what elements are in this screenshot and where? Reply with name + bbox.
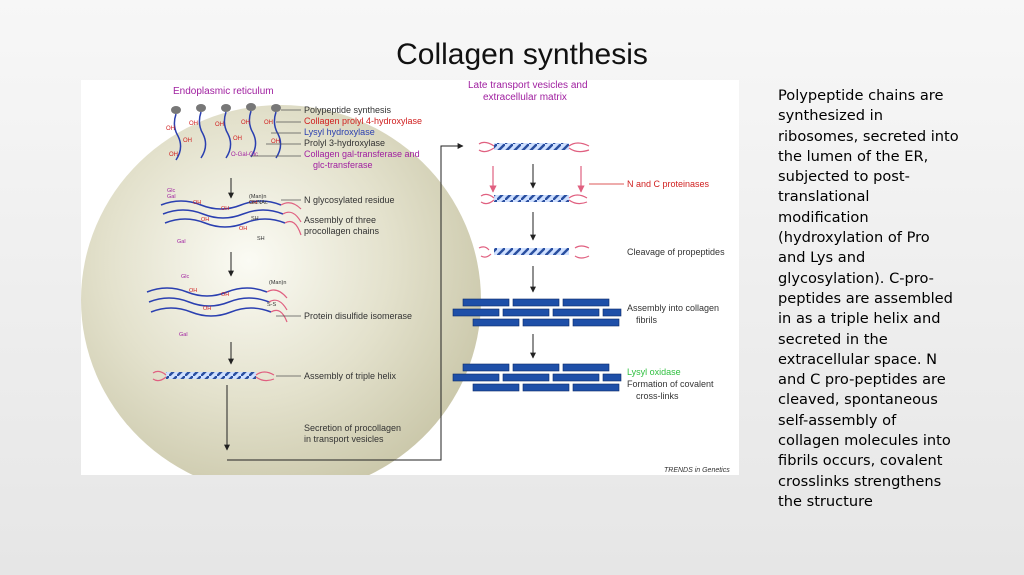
- pdi-chains: [146, 287, 288, 323]
- svg-text:OH: OH: [193, 200, 201, 206]
- step-secretion-line1: Secretion of procollagen: [304, 423, 401, 433]
- ribosome-group: [171, 103, 282, 161]
- collagen-fibrils: [452, 298, 622, 327]
- step-proteinases: N and C proteinases: [627, 179, 710, 189]
- collagen-synthesis-diagram: Endoplasmic reticulum Late transport ves…: [81, 80, 739, 475]
- svg-text:OH: OH: [169, 152, 178, 158]
- svg-text:OH: OH: [221, 206, 229, 212]
- svg-text:Glc: Glc: [167, 188, 176, 194]
- er-label: Endoplasmic reticulum: [173, 86, 274, 97]
- step-fibrils-line2: fibrils: [636, 315, 658, 325]
- enzyme-prolyl-4-hydroxylase: Collagen prolyl 4-hydroxylase: [304, 116, 422, 126]
- glycosylated-chains: [160, 200, 302, 236]
- o-gal-glc-label: O-Gal-Glc: [231, 152, 258, 158]
- enzyme-lysyl-hydroxylase: Lysyl hydroxylase: [304, 127, 375, 137]
- svg-text:Gal: Gal: [167, 194, 176, 200]
- pdi-residue-labels: Glc OH OH OH Gal (Man)n S-S: [179, 274, 286, 338]
- step-cleavage: Cleavage of propeptides: [627, 247, 725, 257]
- ecm-label-line1: Late transport vesicles and: [468, 80, 588, 91]
- svg-text:Glc: Glc: [181, 274, 190, 280]
- procollagen-ecm: [478, 141, 590, 153]
- svg-text:OH: OH: [264, 120, 273, 126]
- enzyme-list: Polypeptide synthesis Collagen prolyl 4-…: [304, 105, 422, 170]
- step-secretion-line2: in transport vesicles: [304, 434, 384, 444]
- svg-text:(Man)n: (Man)n: [269, 280, 286, 286]
- enzyme-glc-transferase: glc-transferase: [313, 160, 373, 170]
- step-assembly-line2: procollagen chains: [304, 226, 380, 236]
- svg-text:OH: OH: [189, 121, 198, 127]
- svg-text:OH: OH: [183, 138, 192, 144]
- enzyme-leader-lines: [251, 109, 301, 157]
- oh-residues-top: OH OH OH OH OH OH OH OH OH: [166, 120, 280, 158]
- svg-text:(Man)n: (Man)n: [249, 194, 266, 200]
- step-fibrils-line1: Assembly into collagen: [627, 303, 719, 313]
- enzyme-prolyl-3-hydroxylase: Prolyl 3-hydroxylase: [304, 138, 385, 148]
- svg-text:OH: OH: [239, 226, 247, 232]
- svg-text:OH: OH: [271, 139, 280, 145]
- step-assembly-line1: Assembly of three: [304, 215, 376, 225]
- svg-text:S-S: S-S: [267, 302, 277, 308]
- procollagen-cleaving: [480, 193, 588, 205]
- crosslinked-fibrils: [452, 363, 622, 392]
- enzyme-gal-transferase: Collagen gal-transferase and: [304, 149, 420, 159]
- step-n-glycosylated: N glycosylated residue: [304, 195, 395, 205]
- er-sphere: [81, 105, 481, 475]
- svg-text:OH: OH: [189, 288, 197, 294]
- svg-text:OH: OH: [221, 292, 229, 298]
- svg-text:OH: OH: [241, 120, 250, 126]
- svg-text:OH: OH: [166, 126, 175, 132]
- cleaved-collagen: [478, 245, 590, 259]
- step-lysyl-oxidase: Lysyl oxidase: [627, 367, 681, 377]
- diagram-canvas: Endoplasmic reticulum Late transport ves…: [81, 80, 730, 475]
- svg-text:Gal: Gal: [177, 239, 186, 245]
- svg-text:OH: OH: [233, 136, 242, 142]
- svg-text:Gal: Gal: [179, 332, 188, 338]
- step-triple-helix: Assembly of triple helix: [304, 371, 397, 381]
- side-description: Polypeptide chains are synthesized in ri…: [778, 87, 959, 510]
- svg-text:OH: OH: [249, 200, 257, 206]
- triple-helix-er: [152, 370, 275, 382]
- transport-arrow: [227, 143, 464, 461]
- svg-text:OH: OH: [201, 217, 209, 223]
- step-crosslinks-line1: Formation of covalent: [627, 379, 714, 389]
- enzyme-polypeptide-synthesis: Polypeptide synthesis: [304, 105, 392, 115]
- step-crosslinks-line2: cross-links: [636, 391, 679, 401]
- svg-text:OH: OH: [203, 306, 211, 312]
- step-pdi: Protein disulfide isomerase: [304, 311, 412, 321]
- glyco-residue-labels: Glc Gal OH OH OH OH OH Gal (Man)n GlcNAc…: [167, 188, 268, 245]
- figure-credit: TRENDS in Genetics: [664, 467, 730, 474]
- ecm-label-line2: extracellular matrix: [483, 92, 567, 103]
- svg-text:OH: OH: [215, 122, 224, 128]
- svg-text:SH: SH: [251, 216, 259, 222]
- slide-title: Collagen synthesis: [396, 38, 648, 71]
- svg-text:SH: SH: [257, 236, 265, 242]
- svg-text:GlcNAc: GlcNAc: [249, 200, 268, 206]
